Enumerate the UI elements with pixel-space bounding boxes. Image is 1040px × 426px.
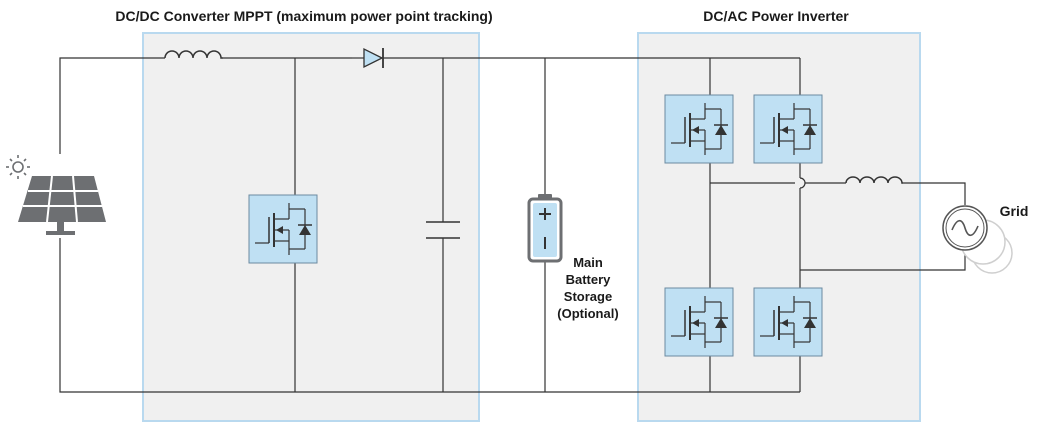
ac-grid-icon — [942, 205, 1013, 274]
battery-label-line-4: (Optional) — [557, 306, 618, 321]
solar-panel-icon — [18, 175, 106, 235]
boost-switch-icon — [248, 194, 318, 264]
battery-label-line-1: Main — [573, 255, 603, 270]
diode-icon — [352, 47, 400, 69]
capacitor-icon — [426, 221, 460, 239]
inverter-switch-bottom-left-icon — [664, 287, 734, 357]
inductor-icon — [164, 50, 223, 59]
battery-icon — [527, 194, 563, 263]
battery-label-line-3: Storage — [564, 289, 612, 304]
inverter-switch-top-right-icon — [753, 94, 823, 164]
inverter-switch-top-left-icon — [664, 94, 734, 164]
inverter-switch-bottom-right-icon — [753, 287, 823, 357]
converter-title: DC/DC Converter MPPT (maximum power poin… — [115, 8, 492, 24]
battery-label-line-2: Battery — [566, 272, 612, 287]
grid-label: Grid — [1000, 203, 1029, 219]
battery-label: Main Battery Storage (Optional) — [557, 255, 618, 321]
inverter-title: DC/AC Power Inverter — [703, 8, 849, 24]
wires — [59, 57, 966, 393]
inverter-panel — [637, 32, 921, 422]
sun-icon — [6, 155, 30, 179]
output-inductor-icon — [845, 176, 903, 184]
